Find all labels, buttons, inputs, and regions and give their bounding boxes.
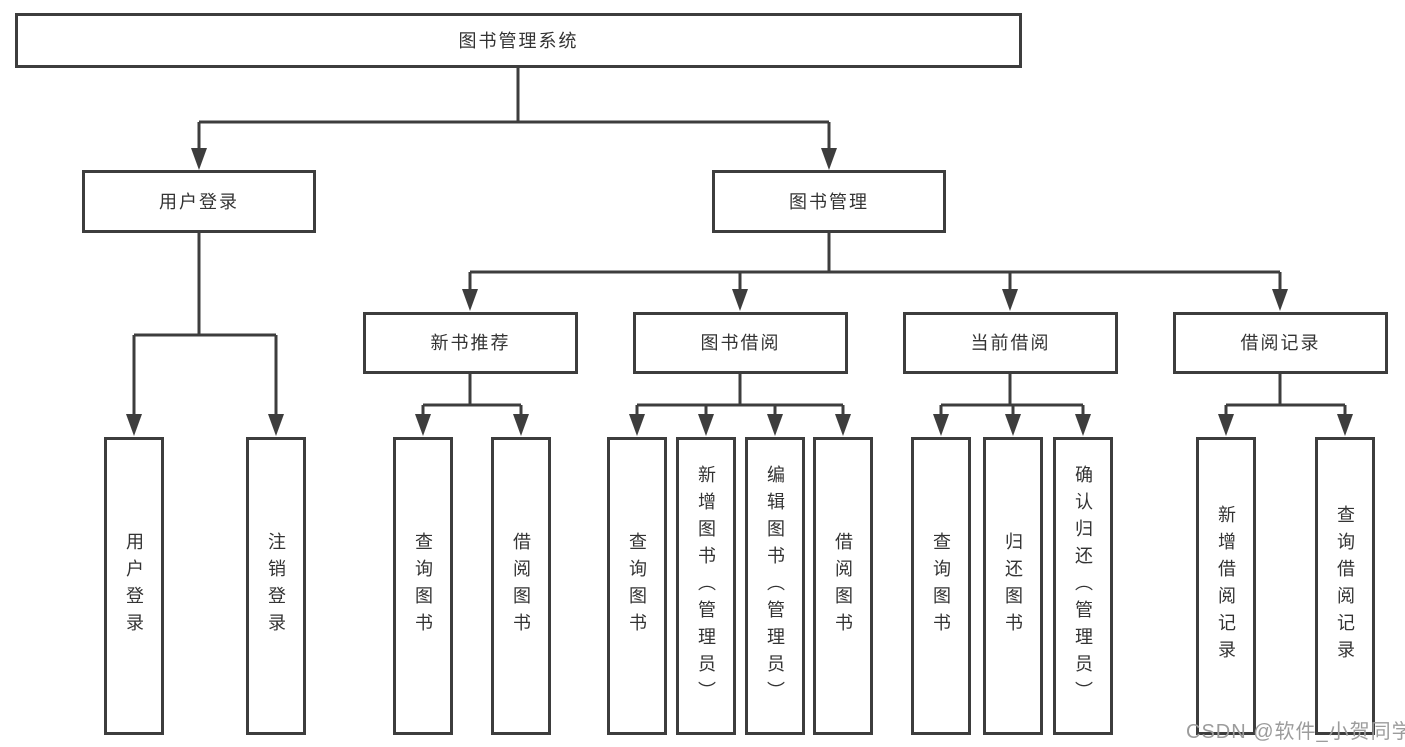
leaf-edit-books-admin: 编辑图书（管理员） [745, 437, 805, 735]
leaf-confirm-return-admin: 确认归还（管理员） [1053, 437, 1113, 735]
node-label: 查询图书 [627, 532, 647, 640]
node-label: 查询图书 [931, 532, 951, 640]
leaf-query-books-current: 查询图书 [911, 437, 971, 735]
node-label: 图书管理系统 [458, 30, 579, 51]
node-book-management: 图书管理 [712, 170, 946, 233]
leaf-query-books-recommend: 查询图书 [393, 437, 453, 735]
csdn-watermark: CSDN @软件_小贺同学 [1186, 721, 1405, 743]
node-label: 用户登录 [159, 191, 239, 212]
node-label: 新增图书（管理员） [696, 464, 716, 708]
node-label: 图书借阅 [700, 333, 781, 353]
node-label: 编辑图书（管理员） [765, 464, 785, 708]
leaf-logout: 注销登录 [246, 437, 306, 735]
node-label: 归还图书 [1003, 532, 1023, 640]
leaf-return-books: 归还图书 [983, 437, 1043, 735]
node-label: 新增借阅记录 [1216, 505, 1236, 667]
leaf-add-borrow-record: 新增借阅记录 [1196, 437, 1256, 735]
leaf-add-books-admin: 新增图书（管理员） [676, 437, 736, 735]
node-label: 确认归还（管理员） [1073, 464, 1093, 708]
node-root-system: 图书管理系统 [15, 13, 1022, 68]
node-label: 新书推荐 [430, 333, 511, 353]
node-book-borrow: 图书借阅 [633, 312, 848, 374]
node-label: 查询借阅记录 [1335, 505, 1355, 667]
node-label: 借阅图书 [833, 532, 853, 640]
node-user-login-module: 用户登录 [82, 170, 316, 233]
leaf-borrow-books: 借阅图书 [813, 437, 873, 735]
node-label: 借阅图书 [511, 532, 531, 640]
node-label: 图书管理 [789, 191, 869, 212]
node-current-borrow: 当前借阅 [903, 312, 1118, 374]
leaf-borrow-books-recommend: 借阅图书 [491, 437, 551, 735]
leaf-query-books-borrow: 查询图书 [607, 437, 667, 735]
leaf-user-login: 用户登录 [104, 437, 164, 735]
node-label: 借阅记录 [1240, 333, 1321, 353]
node-borrow-records: 借阅记录 [1173, 312, 1388, 374]
node-label: 用户登录 [124, 532, 144, 640]
node-label: 查询图书 [413, 532, 433, 640]
node-label: 注销登录 [266, 532, 286, 640]
node-label: 当前借阅 [970, 333, 1051, 353]
node-new-book-recommend: 新书推荐 [363, 312, 578, 374]
leaf-query-borrow-record: 查询借阅记录 [1315, 437, 1375, 735]
